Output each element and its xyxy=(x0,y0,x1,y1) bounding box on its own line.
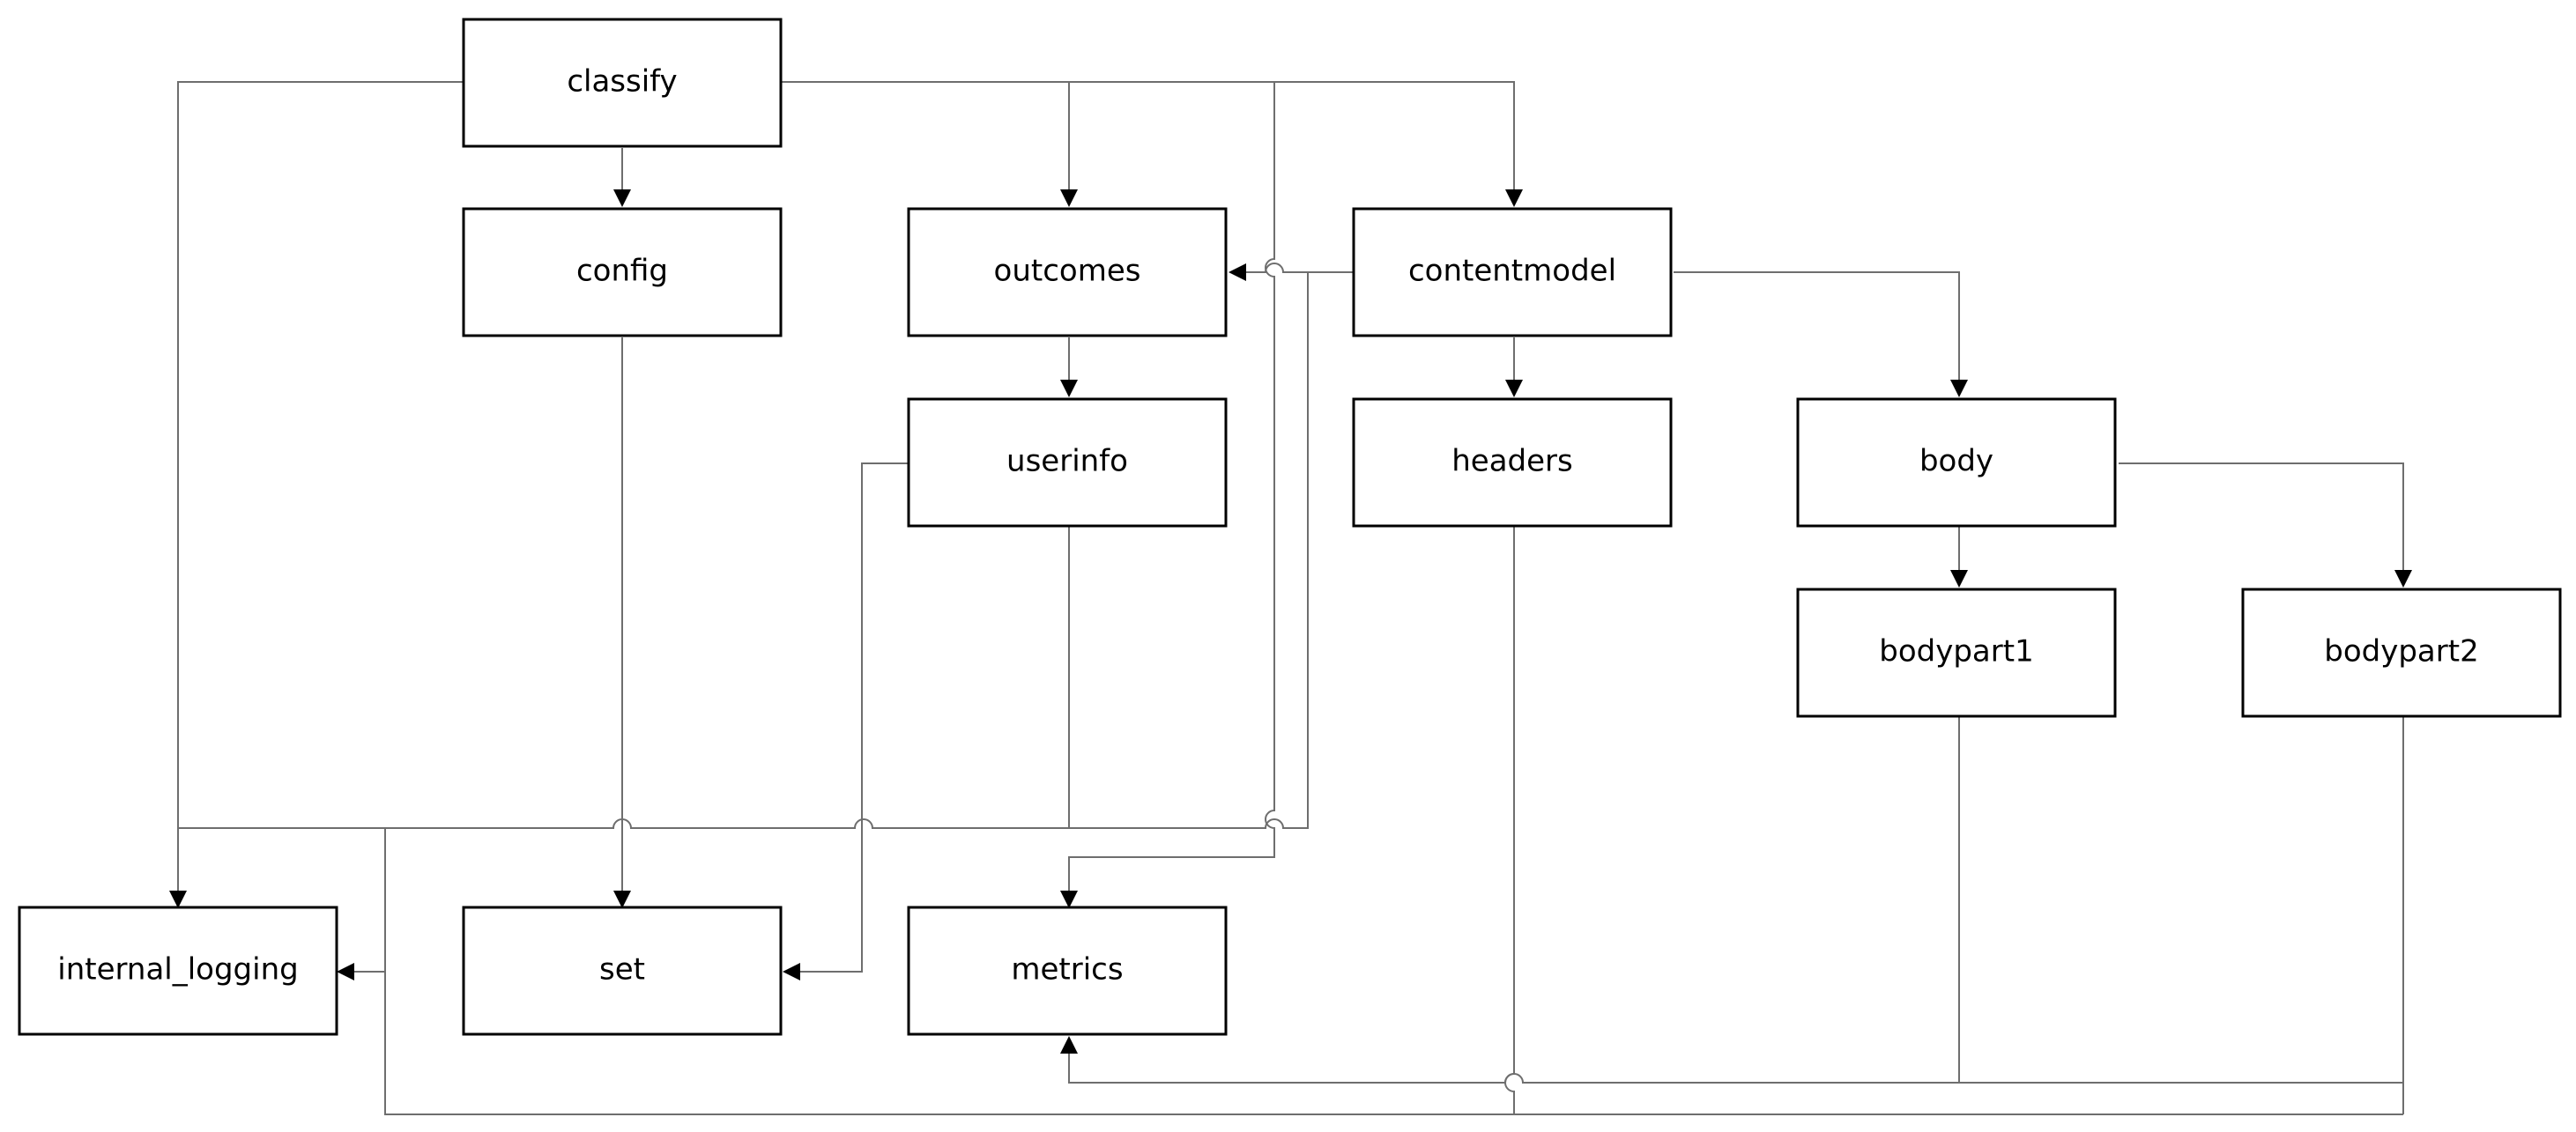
arrow-into-userinfo xyxy=(1060,380,1078,397)
arrow-into-bodypart1 xyxy=(1950,570,1968,588)
arrowheads xyxy=(169,189,2412,1054)
edge-contentmodel-internal-logging xyxy=(178,271,1354,829)
edge-headers-bus xyxy=(1504,527,1515,1114)
node-label-bodypart1: bodypart1 xyxy=(1879,634,2033,670)
edge-classify-outcomes xyxy=(781,81,1070,189)
arrow-into-contentmodel xyxy=(1505,189,1523,207)
node-label-config: config xyxy=(576,254,668,289)
node-label-classify: classify xyxy=(567,64,677,100)
edge-contentmodel-outcomes xyxy=(1244,263,1354,273)
edge-bodyparts-metrics xyxy=(1068,717,2404,1084)
node-internal-logging: internal_logging xyxy=(18,906,338,1036)
arrow-into-internal-logging-top xyxy=(169,891,187,908)
edge-userinfo-set xyxy=(798,462,909,973)
arrow-into-bodypart2 xyxy=(2394,570,2412,588)
arrow-into-set-top xyxy=(613,891,631,908)
arrow-into-outcomes-side xyxy=(1229,263,1246,281)
edge-classify-internal-logging xyxy=(177,81,464,894)
node-label-body: body xyxy=(1919,444,1993,479)
edge-body-bodypart2 xyxy=(2119,462,2404,570)
edge-contentmodel-body xyxy=(1674,271,1960,380)
node-headers: headers xyxy=(1352,397,1673,528)
node-bodypart1: bodypart1 xyxy=(1796,588,2117,718)
arrow-into-metrics-top xyxy=(1060,891,1078,908)
node-label-contentmodel: contentmodel xyxy=(1408,254,1616,289)
node-metrics: metrics xyxy=(907,906,1228,1036)
arrow-into-headers xyxy=(1505,380,1523,397)
node-classify: classify xyxy=(462,18,783,148)
arrow-into-body xyxy=(1950,380,1968,397)
edge-bottom-bus-internal-logging xyxy=(353,828,2403,1115)
node-label-set: set xyxy=(599,952,645,988)
node-label-internal-logging: internal_logging xyxy=(57,952,298,988)
node-label-bodypart2: bodypart2 xyxy=(2324,634,2478,670)
node-contentmodel: contentmodel xyxy=(1352,207,1673,337)
node-config: config xyxy=(462,207,783,337)
node-body: body xyxy=(1796,397,2117,528)
edges xyxy=(177,81,2404,1115)
arrow-into-set-side xyxy=(783,963,800,980)
node-label-userinfo: userinfo xyxy=(1006,444,1128,479)
arrow-into-outcomes xyxy=(1060,189,1078,207)
arrow-into-metrics-bottom xyxy=(1060,1036,1078,1054)
node-label-metrics: metrics xyxy=(1011,952,1123,988)
node-userinfo: userinfo xyxy=(907,397,1228,528)
node-label-outcomes: outcomes xyxy=(994,254,1141,289)
edge-classify-metrics xyxy=(1068,82,1275,894)
edge-classify-contentmodel xyxy=(1069,81,1515,189)
arrow-into-internal-logging-side xyxy=(337,963,354,980)
node-set: set xyxy=(462,906,783,1036)
node-bodypart2: bodypart2 xyxy=(2241,588,2562,718)
node-outcomes: outcomes xyxy=(907,207,1228,337)
node-label-headers: headers xyxy=(1451,444,1573,479)
arrow-into-config xyxy=(613,189,631,207)
